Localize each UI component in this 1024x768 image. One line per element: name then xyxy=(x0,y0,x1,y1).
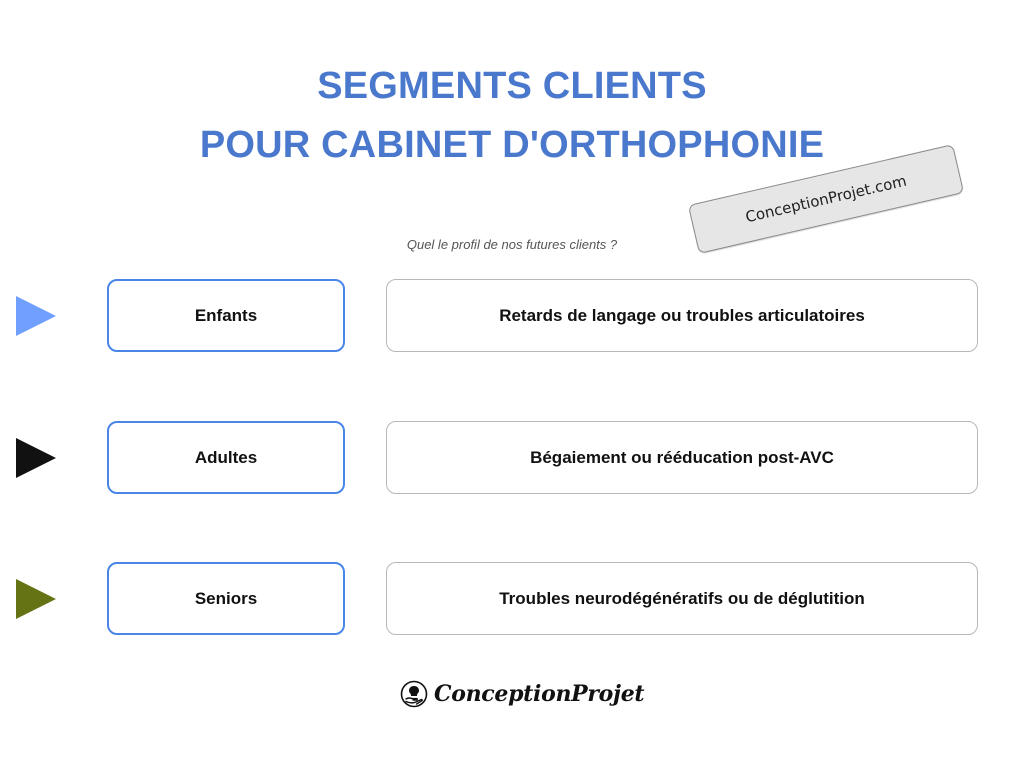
description-label: Retards de langage ou troubles articulat… xyxy=(499,305,865,325)
description-label: Troubles neurodégénératifs ou de dégluti… xyxy=(499,588,865,608)
description-box-enfants: Retards de langage ou troubles articulat… xyxy=(386,279,978,352)
segment-label: Enfants xyxy=(194,305,258,325)
segment-box-enfants[interactable]: Enfants xyxy=(107,279,345,352)
triangle-marker-icon xyxy=(16,296,56,336)
description-box-adultes: Bégaiement ou rééducation post-AVC xyxy=(386,421,978,494)
title-line-2: POUR CABINET D'ORTHOPHONIE xyxy=(199,124,825,166)
segment-label: Adultes xyxy=(194,447,258,467)
question-text: Quel le profil de nos futures clients ? xyxy=(406,237,618,252)
segment-box-seniors[interactable]: Seniors xyxy=(107,562,345,635)
segment-box-adultes[interactable]: Adultes xyxy=(107,421,345,494)
triangle-marker-icon xyxy=(16,438,56,478)
footer-logo: ConceptionProjet xyxy=(400,680,645,708)
title-line-1: SEGMENTS CLIENTS xyxy=(317,65,707,107)
description-box-seniors: Troubles neurodégénératifs ou de dégluti… xyxy=(386,562,978,635)
description-label: Bégaiement ou rééducation post-AVC xyxy=(530,447,834,467)
hand-bulb-icon xyxy=(400,680,428,708)
watermark-stamp-text: ConceptionProjet.com xyxy=(743,171,909,227)
triangle-marker-icon xyxy=(16,579,56,619)
segment-label: Seniors xyxy=(194,588,258,608)
footer-logo-text: ConceptionProjet xyxy=(434,681,645,707)
